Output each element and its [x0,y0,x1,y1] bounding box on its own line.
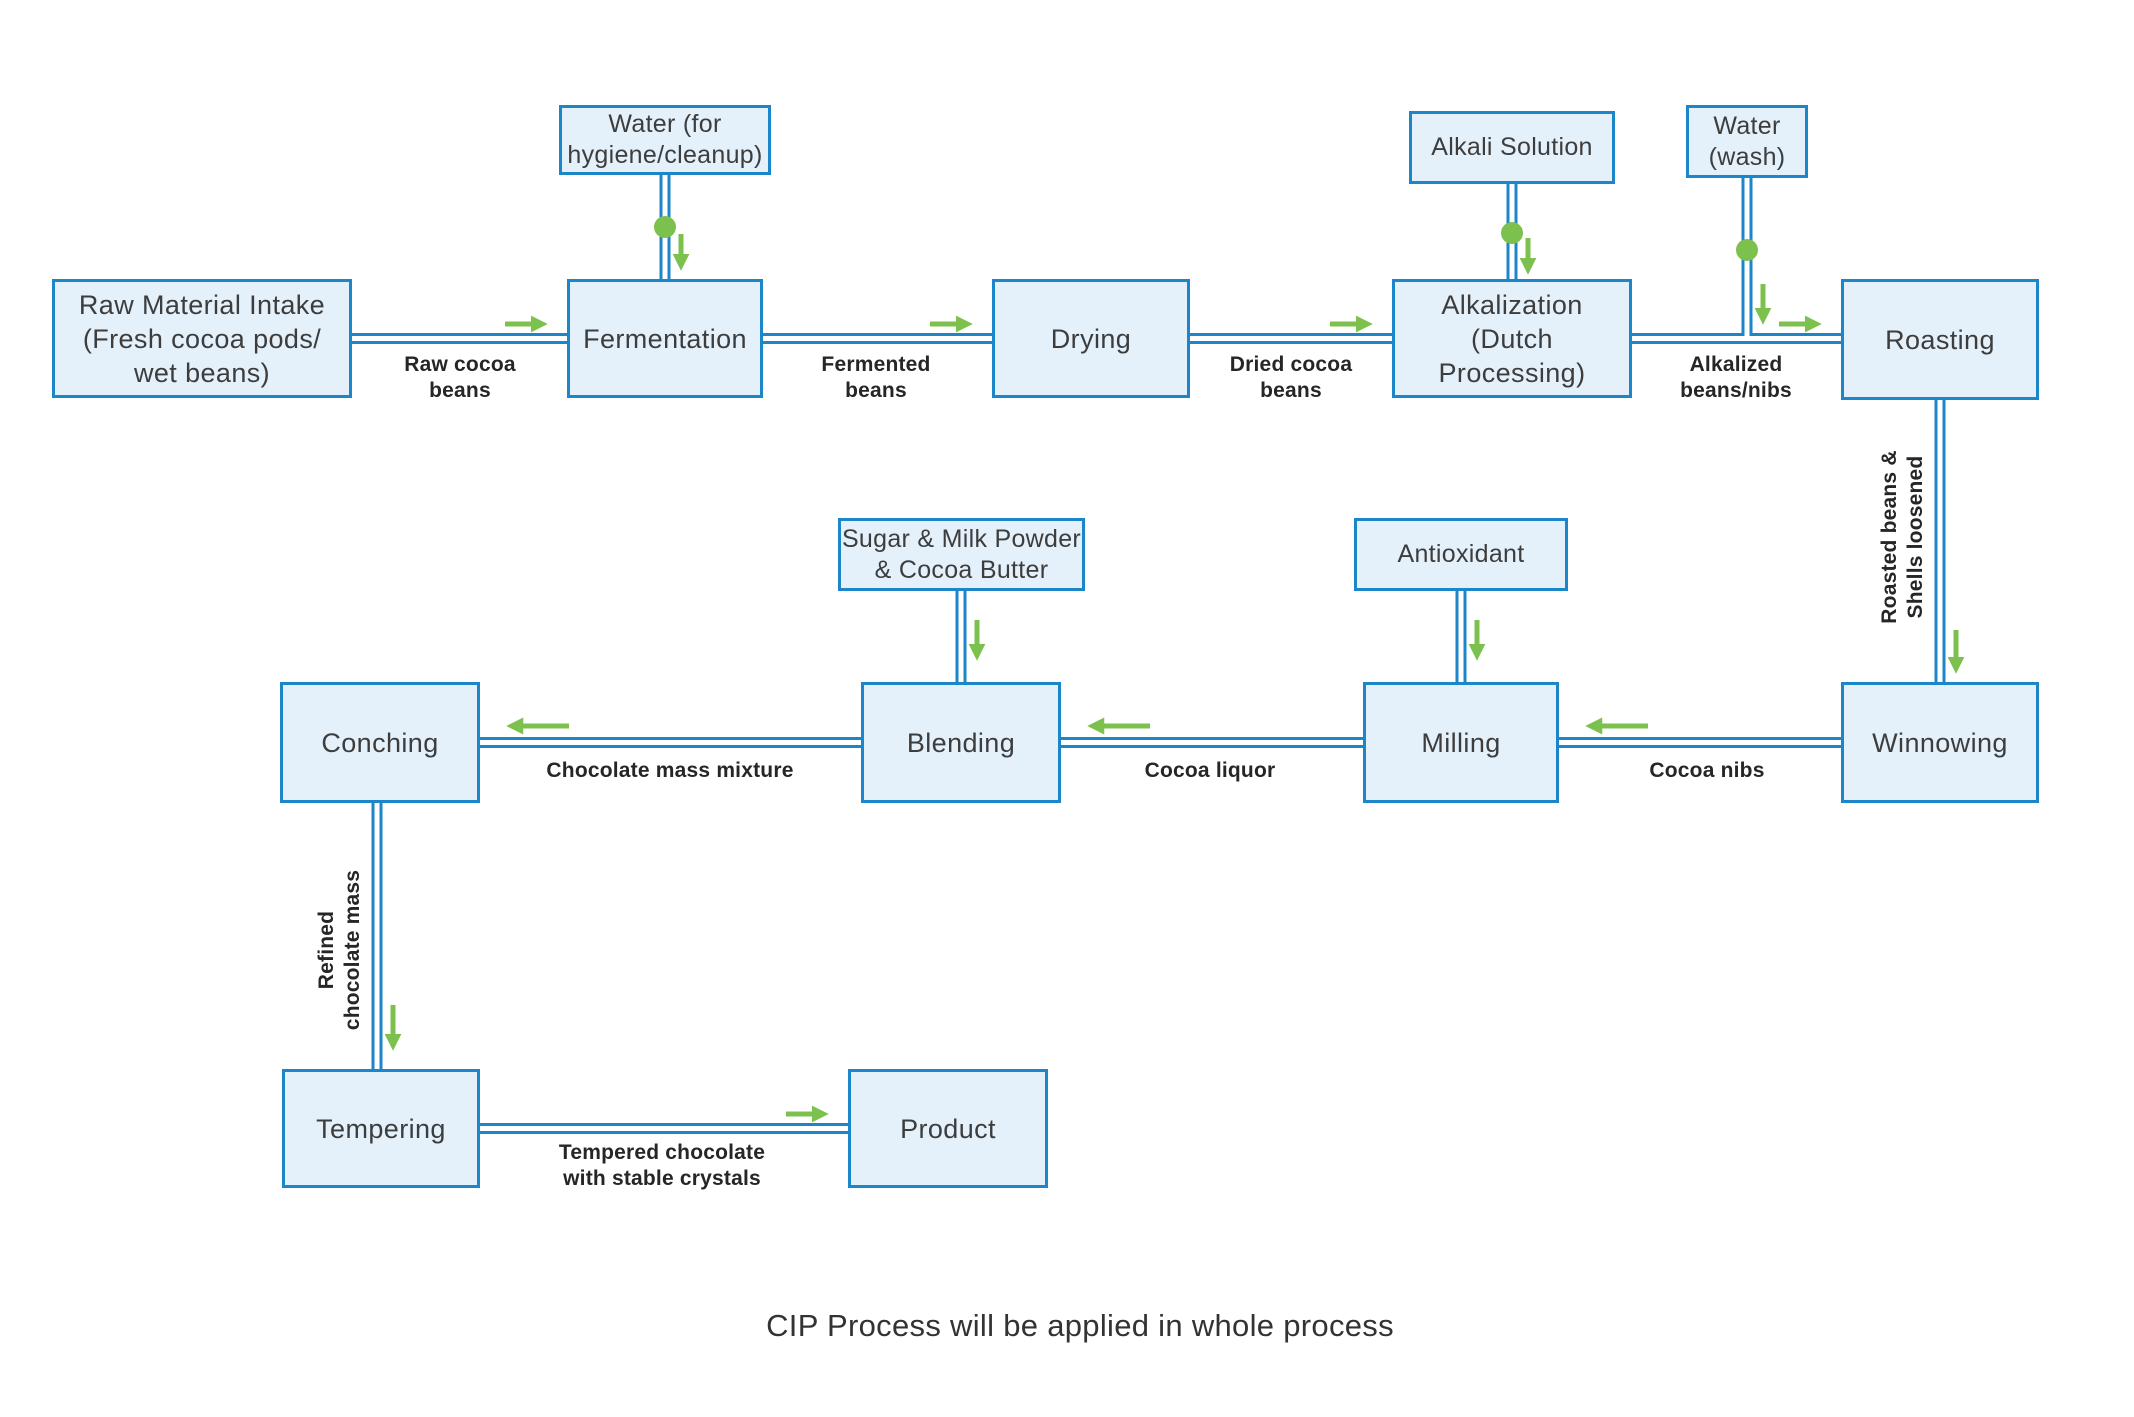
pipe-lines-inner [350,173,1943,1131]
edge-label-raw-cocoa-beans: Raw cocoa beans [404,353,516,402]
input-water-hygiene-label: Water (for hygiene/cleanup) [567,110,763,169]
diagram-caption: CIP Process will be applied in whole pro… [766,1308,1394,1343]
edge-label-dried-cocoa-beans: Dried cocoa beans [1229,353,1353,402]
node-fermentation-label: Fermentation [583,323,747,354]
edge-label-roasted-beans-shells-loosened: Roasted beans & Shells loosened [1878,450,1927,624]
green-dot-icon [1736,239,1758,261]
edge-label-cocoa-liquor: Cocoa liquor [1144,759,1276,782]
input-antioxidant: Antioxidant [1354,518,1568,591]
node-winnowing: Winnowing [1841,682,2039,803]
node-roasting-label: Roasting [1885,324,1995,355]
green-dot-icon [1501,222,1523,244]
node-product: Product [848,1069,1048,1188]
node-conching: Conching [280,682,480,803]
node-tempering-label: Tempering [316,1113,446,1144]
input-alkali-solution-label: Alkali Solution [1431,133,1593,161]
node-fermentation: Fermentation [567,279,763,398]
node-roasting: Roasting [1841,279,2039,400]
edge-label-tempered-chocolate: Tempered chocolate with stable crystals [558,1141,766,1190]
node-winnowing-label: Winnowing [1872,727,2008,758]
edge-label-cocoa-nibs: Cocoa nibs [1649,759,1765,782]
green-dot-icon [654,216,676,238]
node-raw-material-intake: Raw Material Intake (Fresh cocoa pods/ w… [52,279,352,398]
node-conching-label: Conching [321,727,439,758]
node-milling-label: Milling [1421,727,1501,758]
node-drying-label: Drying [1050,323,1132,354]
node-milling: Milling [1363,682,1559,803]
input-water-wash-label: Water (wash) [1708,111,1786,171]
input-water-hygiene: Water (for hygiene/cleanup) [559,105,771,175]
input-alkali-solution: Alkali Solution [1409,111,1615,184]
edge-label-fermented-beans: Fermented beans [821,353,931,402]
edge-label-alkalized-beans-nibs: Alkalized beans/nibs [1680,353,1792,402]
node-product-label: Product [900,1113,996,1144]
node-raw-material-intake-label: Raw Material Intake (Fresh cocoa pods/ w… [78,289,326,388]
flow-arrow-icons [384,234,1965,1123]
node-blending-label: Blending [906,727,1016,758]
edge-label-chocolate-mass-mixture: Chocolate mass mixture [546,759,794,782]
input-antioxidant-label: Antioxidant [1397,540,1525,568]
junction-dot-icons [654,216,1758,261]
edge-label-refined-chocolate-mass: Refined chocolate mass [315,869,364,1031]
node-alkalization: Alkalization (Dutch Processing) [1392,279,1632,398]
input-sugar-milk-cocoa-butter: Sugar & Milk Powder & Cocoa Butter [838,518,1085,591]
input-water-wash: Water (wash) [1686,105,1808,178]
node-tempering: Tempering [282,1069,480,1188]
node-blending: Blending [861,682,1061,803]
input-sugar-milk-cocoa-butter-label: Sugar & Milk Powder & Cocoa Butter [841,524,1082,584]
node-alkalization-label: Alkalization (Dutch Processing) [1438,289,1586,388]
node-drying: Drying [992,279,1190,398]
